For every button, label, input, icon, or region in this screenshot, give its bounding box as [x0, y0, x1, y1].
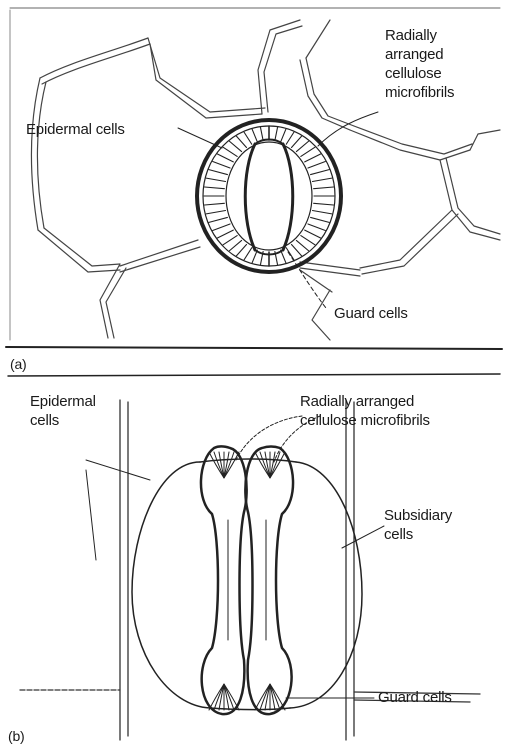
microfibril-stroke — [206, 210, 225, 213]
panel-letter-a: (a) — [10, 355, 27, 374]
microfibril-stroke — [314, 187, 334, 189]
radial-microfibrils-a — [204, 127, 334, 265]
microfibril-stroke — [292, 136, 302, 147]
microfibril-stroke — [308, 224, 325, 231]
microfibril-stroke — [296, 141, 308, 151]
microfibril-stroke — [312, 178, 331, 181]
label-epidermal-a: Epidermal cells — [26, 120, 125, 139]
microfibril-stroke — [275, 128, 278, 141]
microfibril-stroke — [311, 170, 329, 175]
label-line: Radially arranged — [300, 392, 430, 411]
label-line: microfibrils — [385, 83, 454, 102]
microfibril-stroke — [244, 248, 252, 260]
label-line: cells — [30, 411, 96, 430]
panel-letter-b: (b) — [8, 727, 25, 746]
microfibril-stroke — [229, 141, 241, 151]
microfibril-stroke — [286, 132, 294, 144]
microfibril-stroke — [312, 210, 331, 213]
microfibril-stroke — [305, 154, 321, 162]
microfibril-stroke — [314, 203, 334, 205]
label-microfibrils-b: Radially arranged cellulose microfibrils — [300, 392, 430, 430]
microfibril-stroke — [305, 230, 321, 238]
microfibril-stroke — [261, 128, 264, 141]
microfibril-stroke — [205, 187, 225, 189]
microfibril-stroke — [311, 217, 329, 222]
microfibril-stroke — [206, 178, 225, 181]
microfibril-stroke — [292, 244, 302, 255]
microfibril-stroke — [301, 236, 315, 245]
leader-epidermal-a — [178, 128, 222, 148]
label-line: Epidermal — [30, 392, 96, 411]
subsidiary-cell-right — [290, 462, 362, 708]
microfibril-stroke — [308, 162, 325, 169]
microfibril-stroke — [252, 250, 257, 263]
label-guard-a: Guard cells — [334, 304, 408, 323]
guard-cells-b — [201, 447, 293, 715]
label-microfibrils-a: Radially arranged cellulose microfibrils — [385, 26, 454, 102]
label-guard-b: Guard cells — [378, 688, 452, 707]
subsidiary-cell-left — [132, 462, 210, 708]
microfibril-stroke — [213, 224, 230, 231]
label-line: arranged — [385, 45, 454, 64]
microfibril-stroke — [281, 129, 286, 142]
label-epidermal-b: Epidermal cells — [30, 392, 96, 430]
microfibril-stroke — [252, 129, 257, 142]
microfibril-stroke — [217, 230, 233, 238]
label-line: cellulose — [385, 64, 454, 83]
label-line: cells — [384, 525, 452, 544]
microfibril-stroke — [229, 240, 241, 250]
label-line: Radially — [385, 26, 454, 45]
microfibril-stroke — [209, 170, 227, 175]
microfibril-stroke — [237, 136, 247, 147]
microfibril-stroke — [209, 217, 227, 222]
microfibril-stroke — [296, 240, 308, 250]
label-line: Subsidiary — [384, 506, 452, 525]
microfibril-stroke — [237, 244, 247, 255]
microfibril-stroke — [301, 147, 315, 156]
microfibril-stroke — [217, 154, 233, 162]
microfibril-stroke — [281, 250, 286, 263]
microfibril-stroke — [223, 147, 237, 156]
microfibril-stroke — [213, 162, 230, 169]
microfibril-stroke — [223, 236, 237, 245]
microfibril-stroke — [286, 248, 294, 260]
label-line: cellulose microfibrils — [300, 411, 430, 430]
label-subsidiary-b: Subsidiary cells — [384, 506, 452, 544]
microfibril-stroke — [205, 203, 225, 205]
microfibril-stroke — [244, 132, 252, 144]
